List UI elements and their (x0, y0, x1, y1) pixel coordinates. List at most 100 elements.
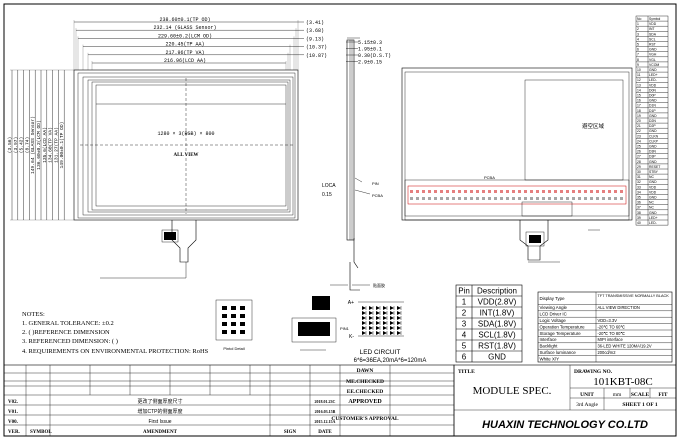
resolution-label: 1280 × 3(RGB) × 800 (157, 131, 214, 137)
bom-row-symbol: GND (649, 180, 657, 184)
led-cathode-label: K- (349, 334, 354, 340)
back-pcb-pattern (410, 190, 623, 200)
pcb-strip (404, 179, 630, 221)
dim-left-label: 134.60(TP VA) (48, 127, 54, 163)
rev-date: 2015.12.15A (315, 419, 336, 424)
bom-row-no: 26 (637, 150, 641, 154)
spec-label: Logic Voltage (540, 318, 567, 323)
unit-value: mm (613, 392, 622, 398)
bom-row-no: 39 (637, 216, 641, 220)
pin-table-header: Pin (458, 287, 470, 296)
rev-version: V02. (8, 400, 19, 405)
side-view: 贴面胶 LOCA 0.15 PIN PCBA (322, 37, 385, 291)
spec-label: Backlight (540, 344, 559, 349)
spec-label: Interface (540, 337, 558, 342)
approved-label: APPROVED (348, 399, 382, 405)
rev-amendment: 增加CTP的侧面厚度 (137, 408, 182, 415)
dim-left-label: 149.64 (GLASS Sensor) (30, 116, 36, 174)
dim-left-label: (3.56) (7, 137, 13, 154)
dim-left-label: (5.42) (19, 137, 25, 154)
bom-row-symbol: GND (649, 196, 657, 200)
side-mark-tape: 贴面胶 (373, 282, 385, 288)
bom-row-symbol: VDD (649, 190, 657, 194)
keep-out-zone (524, 79, 624, 181)
bom-row-symbol: SDA (649, 32, 657, 36)
title-label: TITLE (458, 369, 475, 375)
rev-footer-label: VER. (8, 430, 21, 435)
fpc-tail (171, 220, 197, 263)
bom-row-symbol: GND (649, 211, 657, 215)
bom-row-symbol: LED- (649, 221, 657, 225)
spec-value: TFT TRANSMISSIVE NORMALLY BLACK (598, 294, 670, 298)
bom-row-no: 22 (637, 129, 641, 133)
bom-header: Symbol (649, 17, 661, 21)
rev-footer-label: SYMBOL (30, 430, 52, 435)
dim-top-label: 238.60±0.1(TP OD) (159, 17, 210, 23)
bom-row-symbol: LED+ (649, 216, 658, 220)
rev-footer-label: SIGN (284, 430, 297, 435)
side-dim-label: 2.9±0.15 (358, 60, 382, 66)
bom-row-symbol: D2N (649, 119, 656, 123)
led-circuit: A+ K- LED CIRCUIT 6*6=36EA,20mA*6=120mA (348, 300, 427, 364)
front-view: 1280 × 3(RGB) × 800 ALL VIEW (73, 69, 299, 279)
pintol-detail: Pintol Detail PIN1 (215, 296, 350, 351)
spec-value: ALL VIEW DIRECTION (598, 305, 640, 310)
dim-top-ref: (3.41) (306, 20, 324, 26)
left-dimensions: (3.56)(3.97)(5.42)(8.74)149.64 (GLASS Se… (7, 69, 74, 221)
bom-row-symbol: RESET (649, 165, 660, 169)
pin-number: 2 (462, 309, 467, 318)
drawn-label: DAWN (357, 368, 374, 374)
bom-row-symbol: VDD (649, 83, 657, 87)
sheet-number: SHEET 1 OF 1 (622, 402, 658, 408)
bom-row-symbol: VCOM (649, 63, 659, 67)
spec-label: Display Type (540, 296, 566, 301)
loca-label: LOCA (322, 183, 336, 189)
spec-label: White X/Y (540, 356, 560, 361)
dim-left-label: 131.27(TP AA) (53, 127, 59, 163)
bom-row-no: 37 (637, 206, 641, 210)
dim-top-label: 220.45(TP AA) (165, 42, 204, 48)
notes-title: NOTES: (22, 311, 45, 318)
bom-row-no: 28 (637, 160, 641, 164)
bom-row-no: 36 (637, 201, 641, 205)
led-circuit-desc: 6*6=36EA,20mA*6=120mA (354, 358, 427, 364)
bom-row-symbol: CLKN (649, 134, 659, 138)
dim-top-ref: (3.68) (306, 28, 324, 34)
active-area (95, 84, 287, 207)
spec-label: Storage Temperature (540, 331, 582, 336)
bom-row-symbol: INT (649, 27, 654, 31)
bom-row-no: 30 (637, 170, 641, 174)
bom-row-symbol: NC (649, 175, 654, 179)
ee-checked-label: EE.CHECKED (347, 389, 384, 395)
dim-top-label: 217.96(TP VA) (165, 50, 204, 56)
projection-angle: 3rd Angle (576, 402, 598, 408)
spec-label: Viewing Angle (540, 305, 568, 310)
bom-row-symbol: NC (649, 201, 654, 205)
rev-date: 2016.03.15B (315, 409, 336, 414)
pin-description: SDA(1.8V) (478, 320, 517, 329)
side-dim-label: 1.95±0.1 (358, 47, 382, 53)
scale-label: SCALE (631, 392, 650, 398)
bom-row-no: 40 (637, 221, 641, 225)
dim-top-ref: (10.87) (306, 53, 327, 59)
pin-number: 4 (462, 331, 467, 340)
bom-row-symbol: D1P (649, 109, 656, 113)
bom-row-no: 23 (637, 134, 641, 138)
spec-label: LCD Driver IC (540, 312, 567, 317)
rev-version: V00. (8, 420, 19, 425)
bom-row-symbol: VDD (649, 185, 657, 189)
back-view: 避空区域 PCBA (401, 67, 633, 263)
dim-left-label: 136.60±0.2(LCM OD) (36, 120, 42, 170)
spec-value: -20℃ TO 80℃ (598, 331, 626, 336)
bom-row-no: 18 (637, 109, 641, 113)
rev-footer-label: AMENDMENT (143, 430, 178, 435)
bom-row-symbol: SCL (649, 37, 656, 41)
side-mark-pcb: PCBA (372, 193, 383, 198)
bom-row-no: 15 (637, 94, 641, 98)
bom-row-symbol: D2P (649, 124, 656, 128)
dim-top-label: 216.96(LCD AA) (164, 58, 206, 64)
bom-row-no: 27 (637, 155, 641, 159)
spec-value: 200cd/m2 (598, 350, 617, 355)
unit-label: UNIT (580, 392, 594, 398)
revision-block: DAWN ME.CHECKED EE.CHECKED APPROVED CUST… (3, 364, 455, 437)
